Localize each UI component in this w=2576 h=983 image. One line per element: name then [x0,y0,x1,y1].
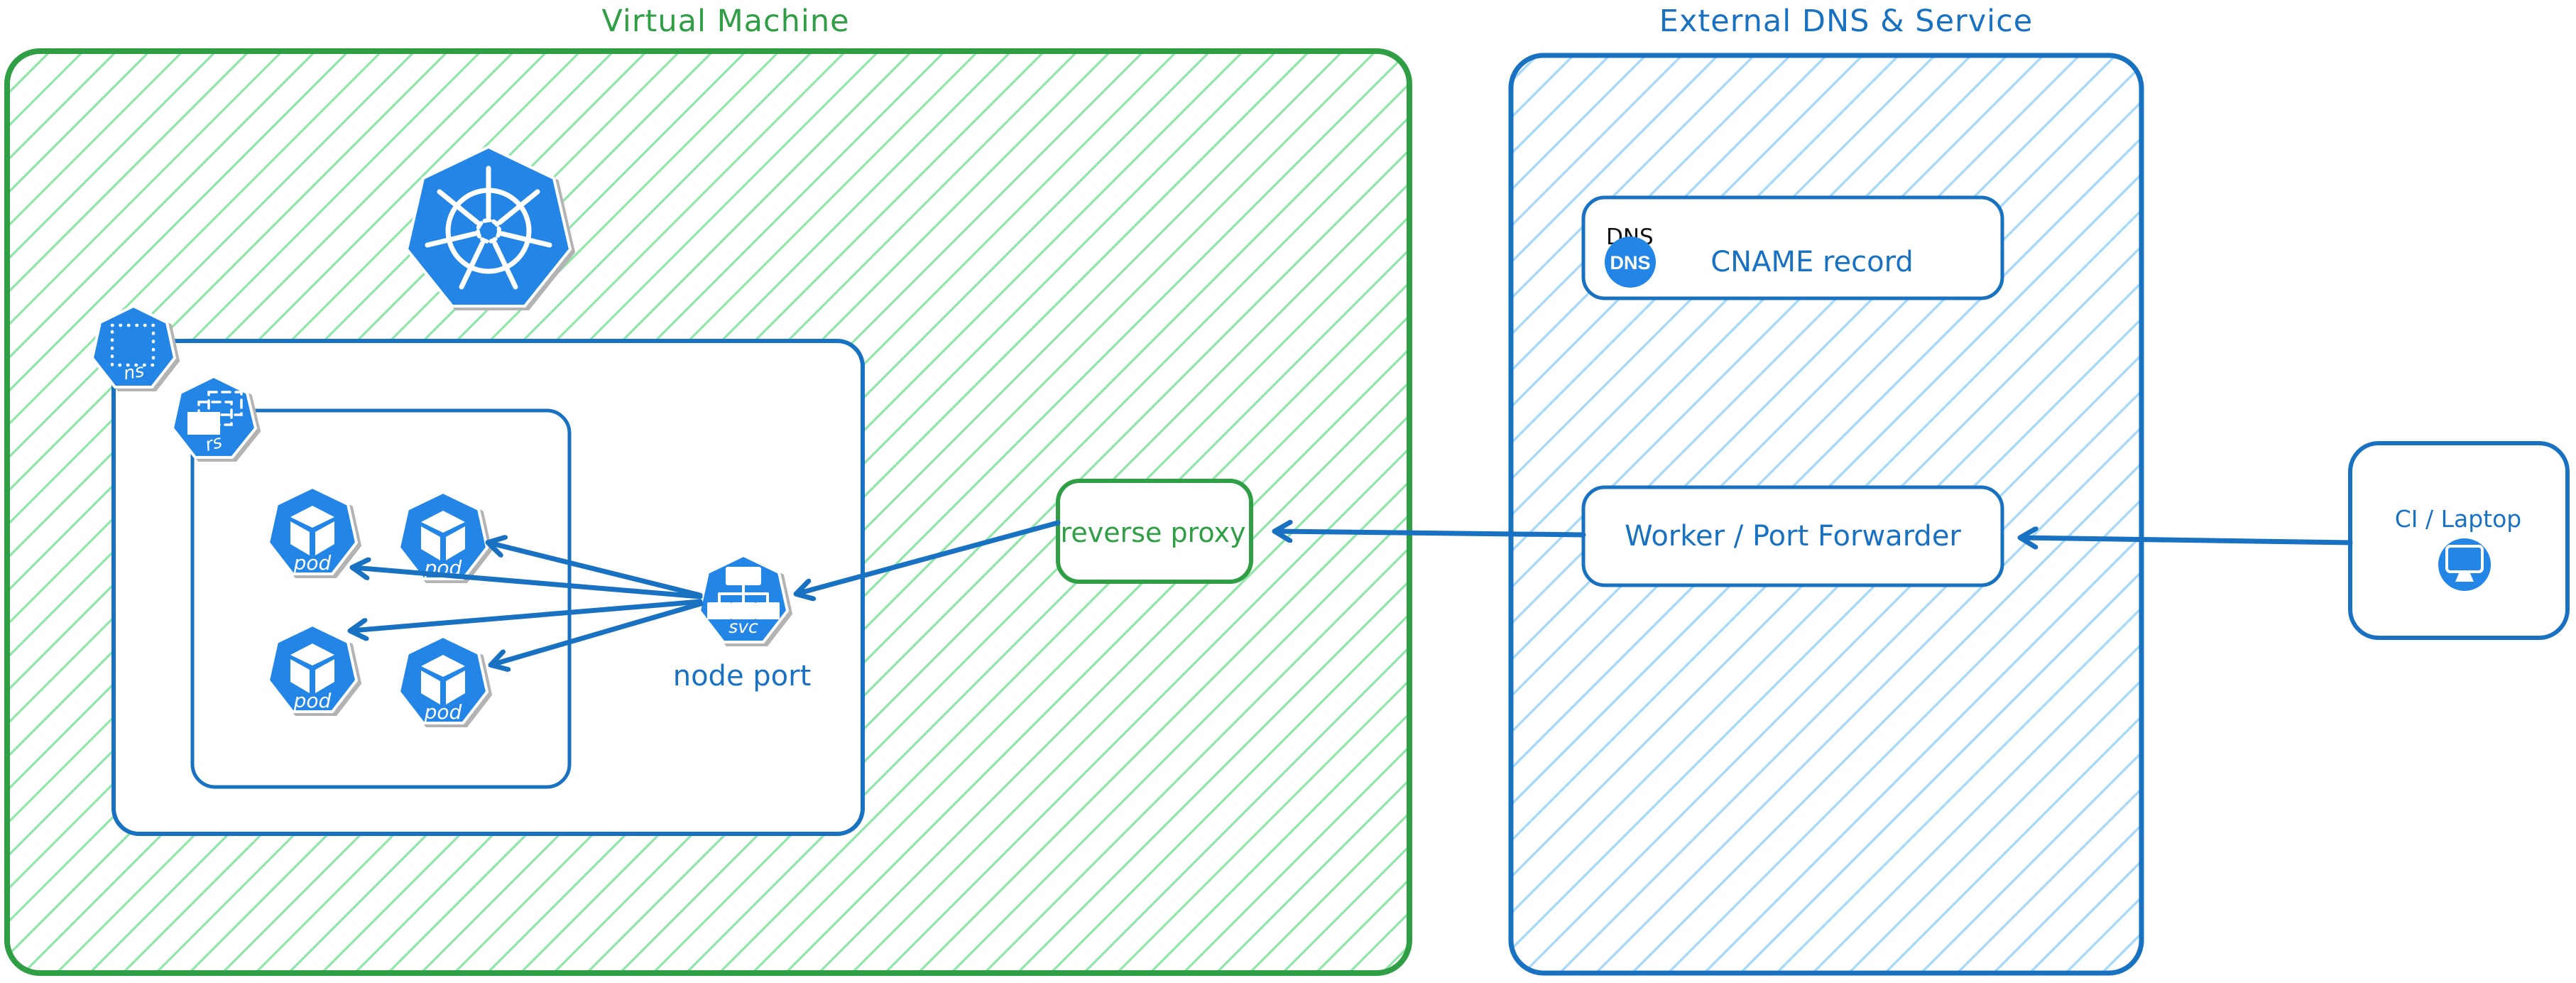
ci-laptop-group: CI / Laptop [2348,441,2570,640]
namespace-icon-label: ns [122,360,146,384]
service-top-node [726,567,761,585]
arrow-svc-to-pod-4 [491,601,704,665]
virtual-machine-group: Virtual Machine ns [4,4,1412,976]
kubernetes-logo-icon [405,145,572,308]
worker-group: Worker / Port Forwarder [1581,485,2004,587]
worker-label: Worker / Port Forwarder [1625,520,1961,553]
arrows [351,520,2353,665]
pod-icon-4: pod [397,634,489,724]
arrow-reverse-proxy-to-svc [797,520,1061,594]
dns-badge-text: DNS [1610,252,1650,273]
cname-record-label: CNAME record [1710,246,1914,278]
arrow-svc-to-pod-1 [353,567,703,599]
arrow-worker-to-reverse-proxy [1275,531,1586,535]
replicaset-ghost-rect-2 [207,391,243,416]
external-dns-title: External DNS & Service [1659,4,2033,39]
dns-badge-icon: DNS [1605,237,1656,288]
kubernetes-heptagon [405,145,572,308]
namespace-icon: ns [90,304,177,389]
monitor-icon [2438,538,2491,591]
arrow-svc-to-pod-3 [351,599,703,631]
reverse-proxy-box [1056,479,1253,584]
external-dns-group: External DNS & Service DNS DNS CNAME rec… [1508,4,2144,976]
monitor-stand [2455,572,2474,582]
reverse-proxy-label: reverse proxy [1061,517,1246,548]
replicaset-box [190,408,572,789]
arrow-svc-to-pod-2 [489,543,703,598]
kubernetes-wheel-hub [476,218,501,244]
pod-label: pod [293,551,332,575]
replicaset-solid-rect [187,412,220,435]
dns-record-box [1581,195,2004,300]
service-child-node-2 [731,602,755,619]
arrow-ci-to-worker [2021,538,2353,543]
service-icon-label: svc [728,617,758,637]
virtual-machine-title: Virtual Machine [601,4,849,39]
pod-icon-1: pod [266,485,359,575]
service-icon: svc [697,553,790,643]
pod-label: pod [424,700,462,724]
service-connector-lines [718,584,769,604]
kubernetes-wheel-spokes [425,165,552,290]
dns-record-group: DNS DNS CNAME record [1581,195,2004,300]
service-child-node-1 [707,602,731,619]
pod-label: pod [293,689,332,712]
service-child-node-3 [755,602,780,619]
replicaset-icon: rs [170,374,258,459]
pod-icon-2: pod [397,490,489,580]
pod-icon-3: pod [266,623,359,713]
node-port-label: node port [673,660,812,693]
ci-laptop-label: CI / Laptop [2395,505,2522,533]
